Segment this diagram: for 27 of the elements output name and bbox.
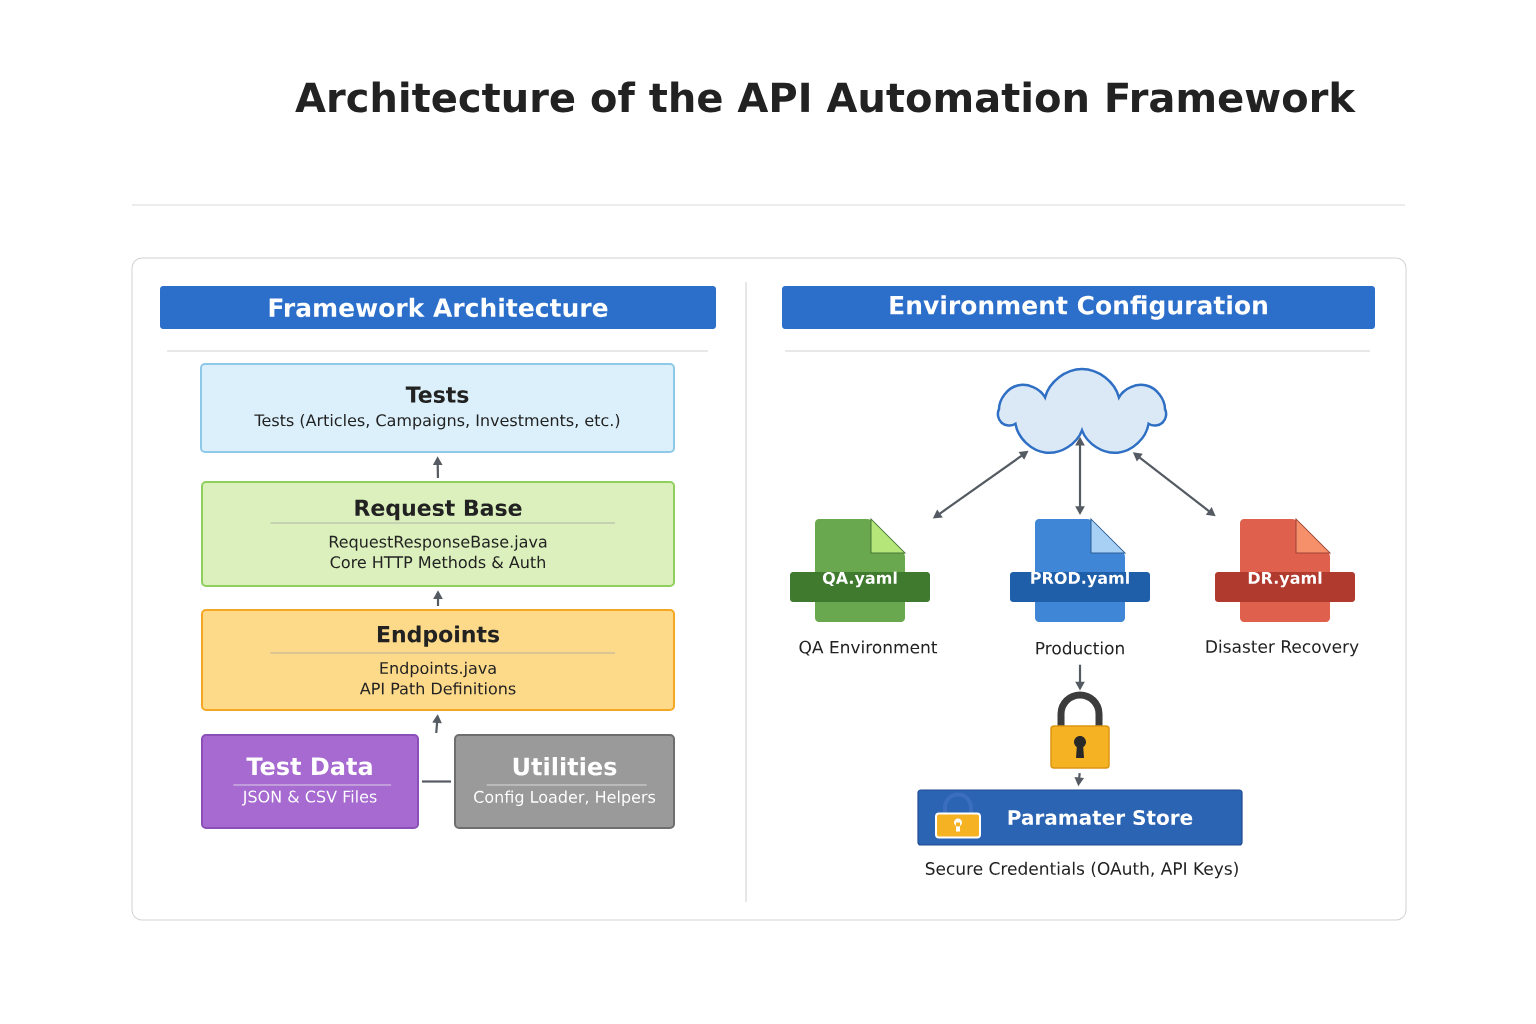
padlock-icon xyxy=(1050,691,1110,769)
header-band: Framework Architecture xyxy=(160,286,716,329)
layer-box xyxy=(454,734,675,829)
box-text: JSON & CSV Files xyxy=(241,790,377,806)
caption-text: Secure Credentials (OAuth, API Keys) xyxy=(925,861,1238,879)
caption-text: QA Environment xyxy=(799,640,938,656)
box-text: Config Loader, Helpers xyxy=(474,790,656,806)
caption-text: Production xyxy=(1036,641,1124,655)
title: Architecture of the API Automation Framework xyxy=(295,81,1356,113)
caption-text: Disaster Recovery xyxy=(1206,639,1359,657)
layer-box xyxy=(201,734,419,829)
layer-box xyxy=(201,481,675,587)
box-text: RequestResponseBase.java xyxy=(329,535,547,551)
cloud-icon xyxy=(996,367,1168,454)
layer-box xyxy=(200,363,675,453)
store-box: Paramater Store xyxy=(917,789,1243,846)
layer-box xyxy=(201,609,675,711)
box-text: Endpoints.java xyxy=(380,661,496,678)
box-title: Endpoints xyxy=(378,625,500,647)
box-text: Core HTTP Methods & Auth xyxy=(330,555,545,569)
header-band: Environment Configuration xyxy=(782,286,1375,329)
box-title: Test Data xyxy=(246,757,372,776)
box-title: Request Base xyxy=(355,499,522,521)
box-title: Utilities xyxy=(513,757,617,776)
box-text: Tests (Articles, Campaigns, Investments, etc.) xyxy=(254,413,620,430)
box-title: Tests xyxy=(405,386,469,403)
box-text: API Path Definitions xyxy=(359,682,516,695)
